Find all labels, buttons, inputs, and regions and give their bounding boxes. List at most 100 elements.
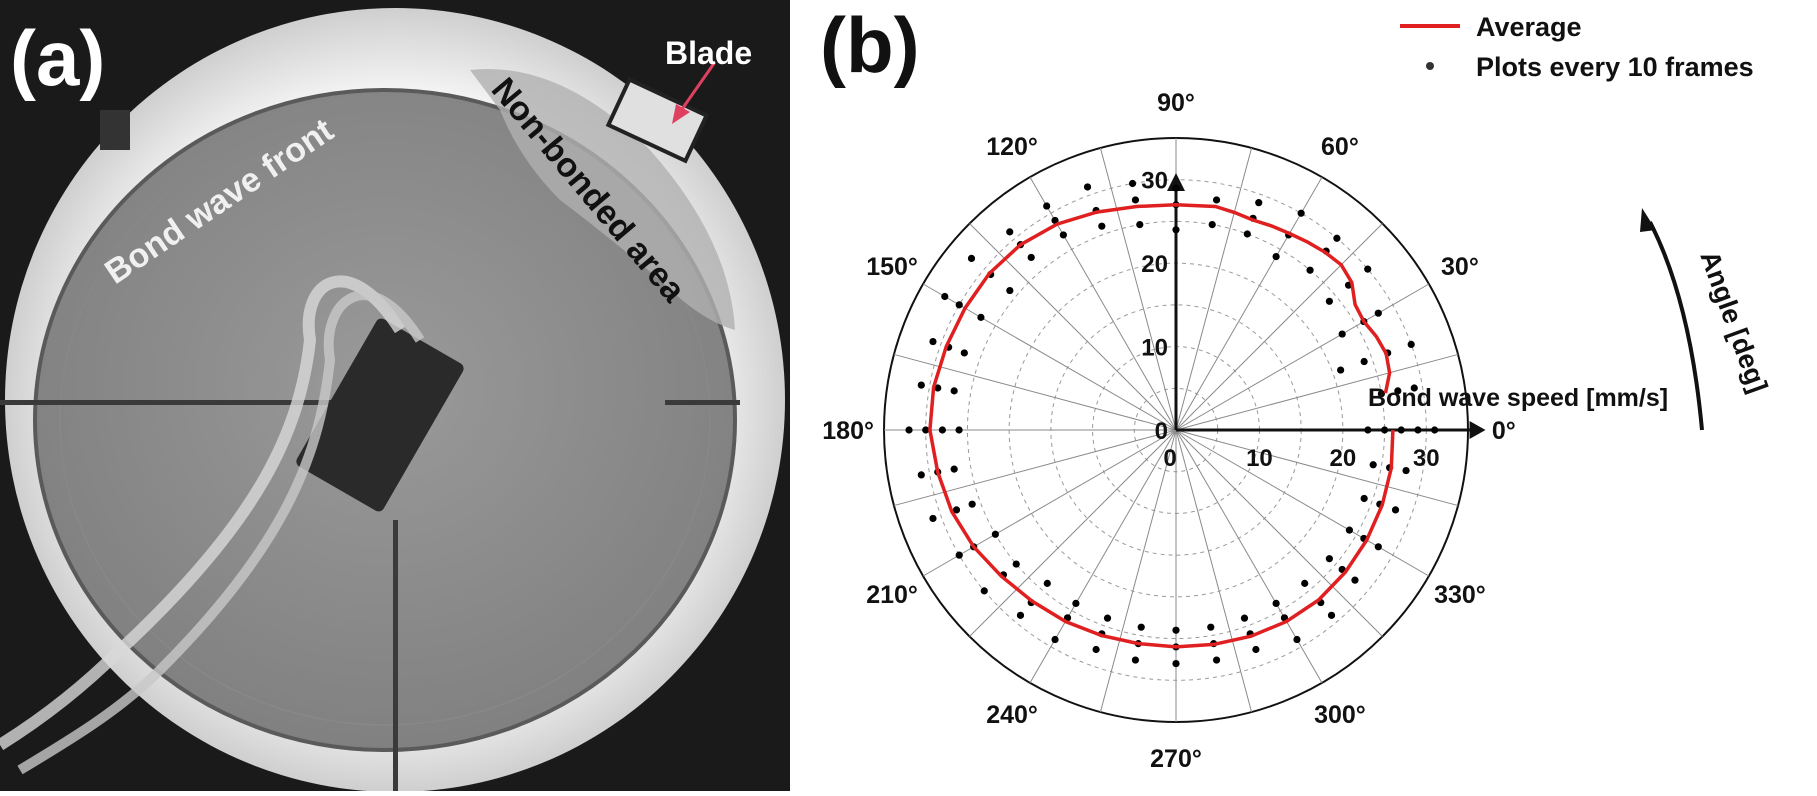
angular-gridline [1175, 429, 1383, 637]
radial-tick-label-vertical: 10 [1141, 335, 1168, 362]
data-point [1293, 635, 1301, 644]
data-point [922, 426, 930, 434]
probe-body [296, 318, 464, 512]
data-point [1325, 297, 1333, 305]
data-point [955, 426, 963, 434]
angular-gridline [1175, 223, 1383, 431]
data-point [934, 384, 942, 392]
bonding-photo: (a) Blade Bond wave front Non-bonded are… [0, 0, 790, 792]
data-point [1043, 579, 1051, 587]
angular-gridline [922, 429, 1177, 577]
angle-tick-label: 300° [1314, 701, 1366, 729]
data-point [1103, 614, 1112, 622]
angular-gridline [1175, 429, 1430, 577]
data-point [941, 292, 949, 301]
data-point [955, 551, 963, 559]
vertical-axis-arrow [1167, 173, 1185, 192]
data-point [1360, 357, 1368, 366]
angle-tick-label: 120° [986, 133, 1038, 161]
average-line [928, 202, 1395, 649]
data-point [905, 426, 913, 434]
data-point [1402, 466, 1410, 475]
radial-axis-label: Bond wave speed [mm/s] [1368, 384, 1668, 412]
angle-tick-label: 270° [1150, 745, 1202, 773]
panel-a-label: (a) [10, 14, 105, 102]
data-point [955, 301, 963, 309]
data-point [1131, 196, 1140, 204]
data-point [1207, 623, 1215, 631]
legend-points-swatch [1426, 62, 1434, 70]
data-point [950, 387, 958, 395]
legend-points-label: Plots every 10 frames [1476, 52, 1754, 82]
angular-gridline [1175, 353, 1459, 431]
data-point [950, 465, 958, 473]
data-point [1212, 196, 1221, 204]
data-point [1391, 506, 1400, 514]
data-point [1374, 543, 1382, 551]
legend-average-label: Average [1476, 12, 1582, 42]
angle-tick-label: 330° [1434, 581, 1486, 609]
data-point [1374, 309, 1382, 317]
data-point [991, 530, 999, 538]
data-point [1012, 560, 1020, 568]
crosshair-bottom [393, 520, 398, 791]
data-point [967, 254, 976, 262]
data-point [1027, 253, 1035, 262]
data-point [1407, 340, 1415, 348]
data-point [1255, 199, 1263, 207]
panel-b-label: (b) [820, 1, 920, 89]
data-point [1337, 366, 1345, 374]
angle-tick-label: 180° [822, 417, 874, 445]
data-layer [905, 179, 1439, 668]
radial-tick-label: 0 [1163, 445, 1176, 472]
data-point [1172, 626, 1180, 634]
data-point [1051, 635, 1059, 644]
data-point [1051, 216, 1059, 225]
radial-axis-arrow [1469, 421, 1486, 439]
crosshair-left [0, 400, 420, 405]
data-point [1338, 330, 1346, 338]
angle-tick-label: 210° [866, 581, 918, 609]
data-point [1397, 426, 1405, 434]
wafer-inner-rim [59, 114, 711, 726]
data-point [1016, 611, 1025, 619]
angular-gridline [1175, 176, 1323, 431]
angular-gridline [1099, 147, 1177, 431]
angular-gridline [1029, 176, 1177, 431]
data-point [1325, 555, 1333, 563]
data-point [960, 349, 968, 357]
data-point [1098, 222, 1106, 230]
data-point [1006, 228, 1014, 236]
angular-gridline [1175, 429, 1459, 507]
angle-axis-label: Angle [deg] [1694, 247, 1773, 397]
data-point [1414, 426, 1422, 434]
data-point [1208, 220, 1216, 229]
data-point [1240, 614, 1249, 622]
data-point [1301, 579, 1309, 587]
data-point [1333, 234, 1341, 242]
angle-tick-label: 90° [1157, 89, 1195, 117]
blade-arrow [678, 61, 717, 113]
data-point [929, 514, 937, 523]
data-point [938, 426, 946, 434]
crosshair-right [665, 400, 740, 405]
clamp-left [100, 110, 130, 150]
data-point [1131, 656, 1140, 664]
radial-tick-label: 30 [1413, 445, 1440, 472]
data-point [929, 337, 937, 346]
data-point [1252, 645, 1260, 654]
data-point [917, 471, 925, 479]
data-point [1327, 611, 1336, 619]
data-point [968, 500, 976, 508]
data-point [1380, 426, 1389, 434]
angular-gridline [1175, 147, 1253, 431]
data-point [1272, 599, 1280, 608]
photo-panel: (a) Blade Bond wave front Non-bonded are… [0, 0, 790, 792]
blade-arrow-head [672, 104, 690, 124]
tube-2 [17, 290, 425, 775]
angular-gridline [1175, 283, 1430, 431]
radial-tick-label-vertical: 30 [1141, 168, 1168, 195]
radial-tick-label-vertical: 20 [1141, 251, 1168, 278]
data-point [1172, 226, 1180, 234]
